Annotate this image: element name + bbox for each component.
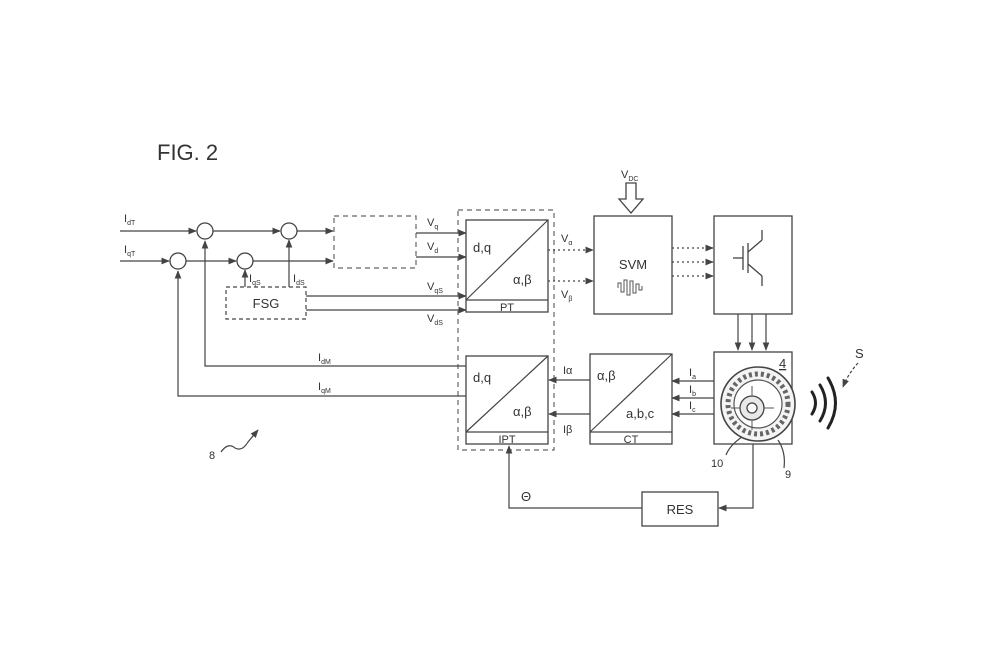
ct-output-label: α,β xyxy=(597,368,616,383)
transform-group-enclosure xyxy=(457,209,555,451)
current-controller-block xyxy=(333,215,417,269)
res-label: RES xyxy=(667,502,694,517)
figure-title: FIG. 2 xyxy=(157,140,218,165)
sum-junction-2 xyxy=(280,222,298,240)
leader-line-9 xyxy=(777,439,785,469)
leader-line-10 xyxy=(725,436,743,456)
system-ref-number: 8 xyxy=(209,450,215,462)
pt-output-label: α,β xyxy=(513,272,532,287)
ipt-block xyxy=(465,355,549,445)
ct-diagonal xyxy=(589,353,673,433)
ipt-input-label: α,β xyxy=(513,404,532,419)
pt-input-label: d,q xyxy=(473,240,491,255)
ipt-label: IPT xyxy=(498,434,515,446)
wire-motor-res xyxy=(718,444,754,512)
wire-i-qm-feedback xyxy=(174,270,466,397)
fsg-label: FSG xyxy=(253,296,280,311)
stator-ref-number: 9 xyxy=(785,469,791,481)
label-s: S xyxy=(855,346,864,361)
rotor-ref-number: 10 xyxy=(711,458,723,470)
vdc-input-arrow xyxy=(617,182,645,214)
label-v-ds: VdS xyxy=(427,313,443,327)
label-i-c: Ic xyxy=(689,400,696,414)
label-i-alpha: Iα xyxy=(563,365,573,377)
pt-diagonal xyxy=(465,219,549,301)
pt-block xyxy=(465,219,549,313)
wire-theta xyxy=(505,445,642,509)
ipt-diagonal xyxy=(465,355,549,433)
res-block xyxy=(641,491,719,527)
svm-label: SVM xyxy=(619,257,647,272)
sum-junction-1 xyxy=(196,222,214,240)
fsg-block xyxy=(225,286,307,320)
label-i-dm: IdM xyxy=(318,352,331,366)
label-i-qm: IqM xyxy=(318,381,331,395)
wire-i-dm-feedback xyxy=(201,240,466,367)
label-v-alpha: Vα xyxy=(561,233,572,247)
motor-illustration xyxy=(720,366,796,442)
ct-label: CT xyxy=(624,434,639,446)
label-v-dc: VDC xyxy=(621,169,638,183)
label-i-dt: IdT xyxy=(124,213,136,227)
label-i-qs: IqS xyxy=(249,273,261,287)
sum-junction-3 xyxy=(169,252,187,270)
pt-label: PT xyxy=(500,302,514,314)
pwm-waveform-icon xyxy=(617,279,643,296)
ipt-output-label: d,q xyxy=(473,370,491,385)
label-theta: Θ xyxy=(521,489,531,504)
igbt-symbol-icon xyxy=(733,230,763,286)
leader-line-8 xyxy=(220,429,259,453)
label-v-d: Vd xyxy=(427,241,438,255)
label-v-qs: VqS xyxy=(427,281,443,295)
ct-input-label: a,b,c xyxy=(626,406,655,421)
sum-junction-4 xyxy=(236,252,254,270)
label-i-b: Ib xyxy=(689,384,696,398)
signal-waves-icon xyxy=(810,376,837,430)
label-v-beta: Vβ xyxy=(561,289,572,303)
inverter-block xyxy=(713,215,793,315)
ct-block xyxy=(589,353,673,445)
label-v-q: Vq xyxy=(427,217,438,231)
label-i-beta: Iβ xyxy=(563,424,572,436)
label-i-a: Ia xyxy=(689,367,696,381)
svm-block xyxy=(593,215,673,315)
motor-ref-number: 4 xyxy=(779,356,786,371)
leader-line-s xyxy=(842,362,859,388)
label-i-ds: IdS xyxy=(293,273,305,287)
label-i-qt: IqT xyxy=(124,244,136,258)
